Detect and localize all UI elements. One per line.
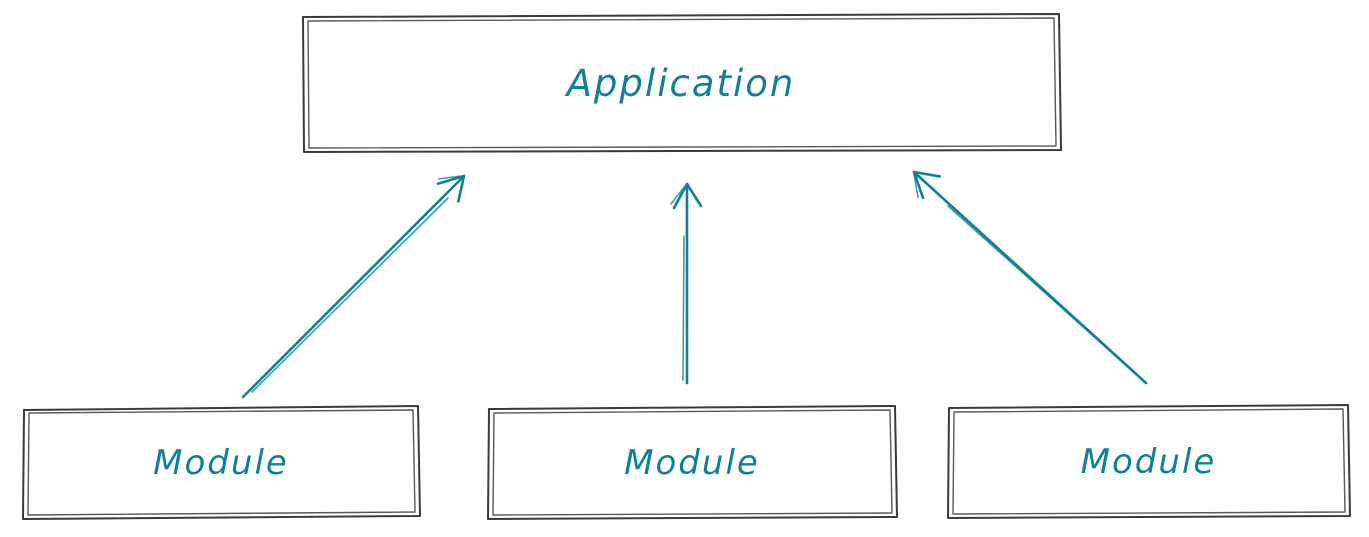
module-box-2: [487, 405, 898, 520]
application-box: [302, 13, 1062, 153]
module-box-1: [22, 405, 421, 520]
arrow-module-2-to-application: [670, 182, 703, 385]
arrow-module-3-to-application: [912, 170, 1148, 385]
module-box-3: [947, 404, 1351, 519]
arrow-module-1-to-application: [241, 174, 466, 399]
